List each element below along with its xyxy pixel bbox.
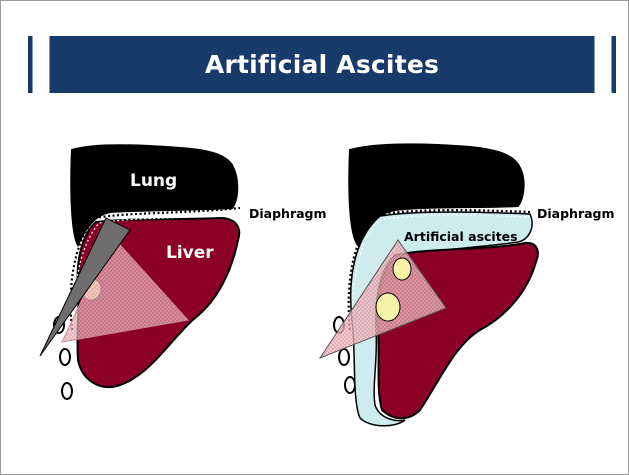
diaphragm-label: Diaphragm	[249, 206, 327, 221]
tumor-shape	[376, 293, 400, 321]
tumor-shape	[393, 258, 411, 280]
rib-shape	[345, 377, 355, 393]
rib-shape	[60, 349, 70, 365]
diaphragm-label: Diaphragm	[537, 206, 615, 221]
rib-shape	[62, 383, 72, 399]
liver-label: Liver	[166, 243, 214, 263]
left-panel: Lung Liver Diaphragm	[40, 145, 327, 399]
rib-shape	[339, 349, 349, 365]
lung-label: Lung	[130, 171, 177, 191]
ascites-label: Artificial ascites	[404, 229, 518, 244]
right-panel: Artificial ascites Diaphragm	[320, 144, 615, 425]
